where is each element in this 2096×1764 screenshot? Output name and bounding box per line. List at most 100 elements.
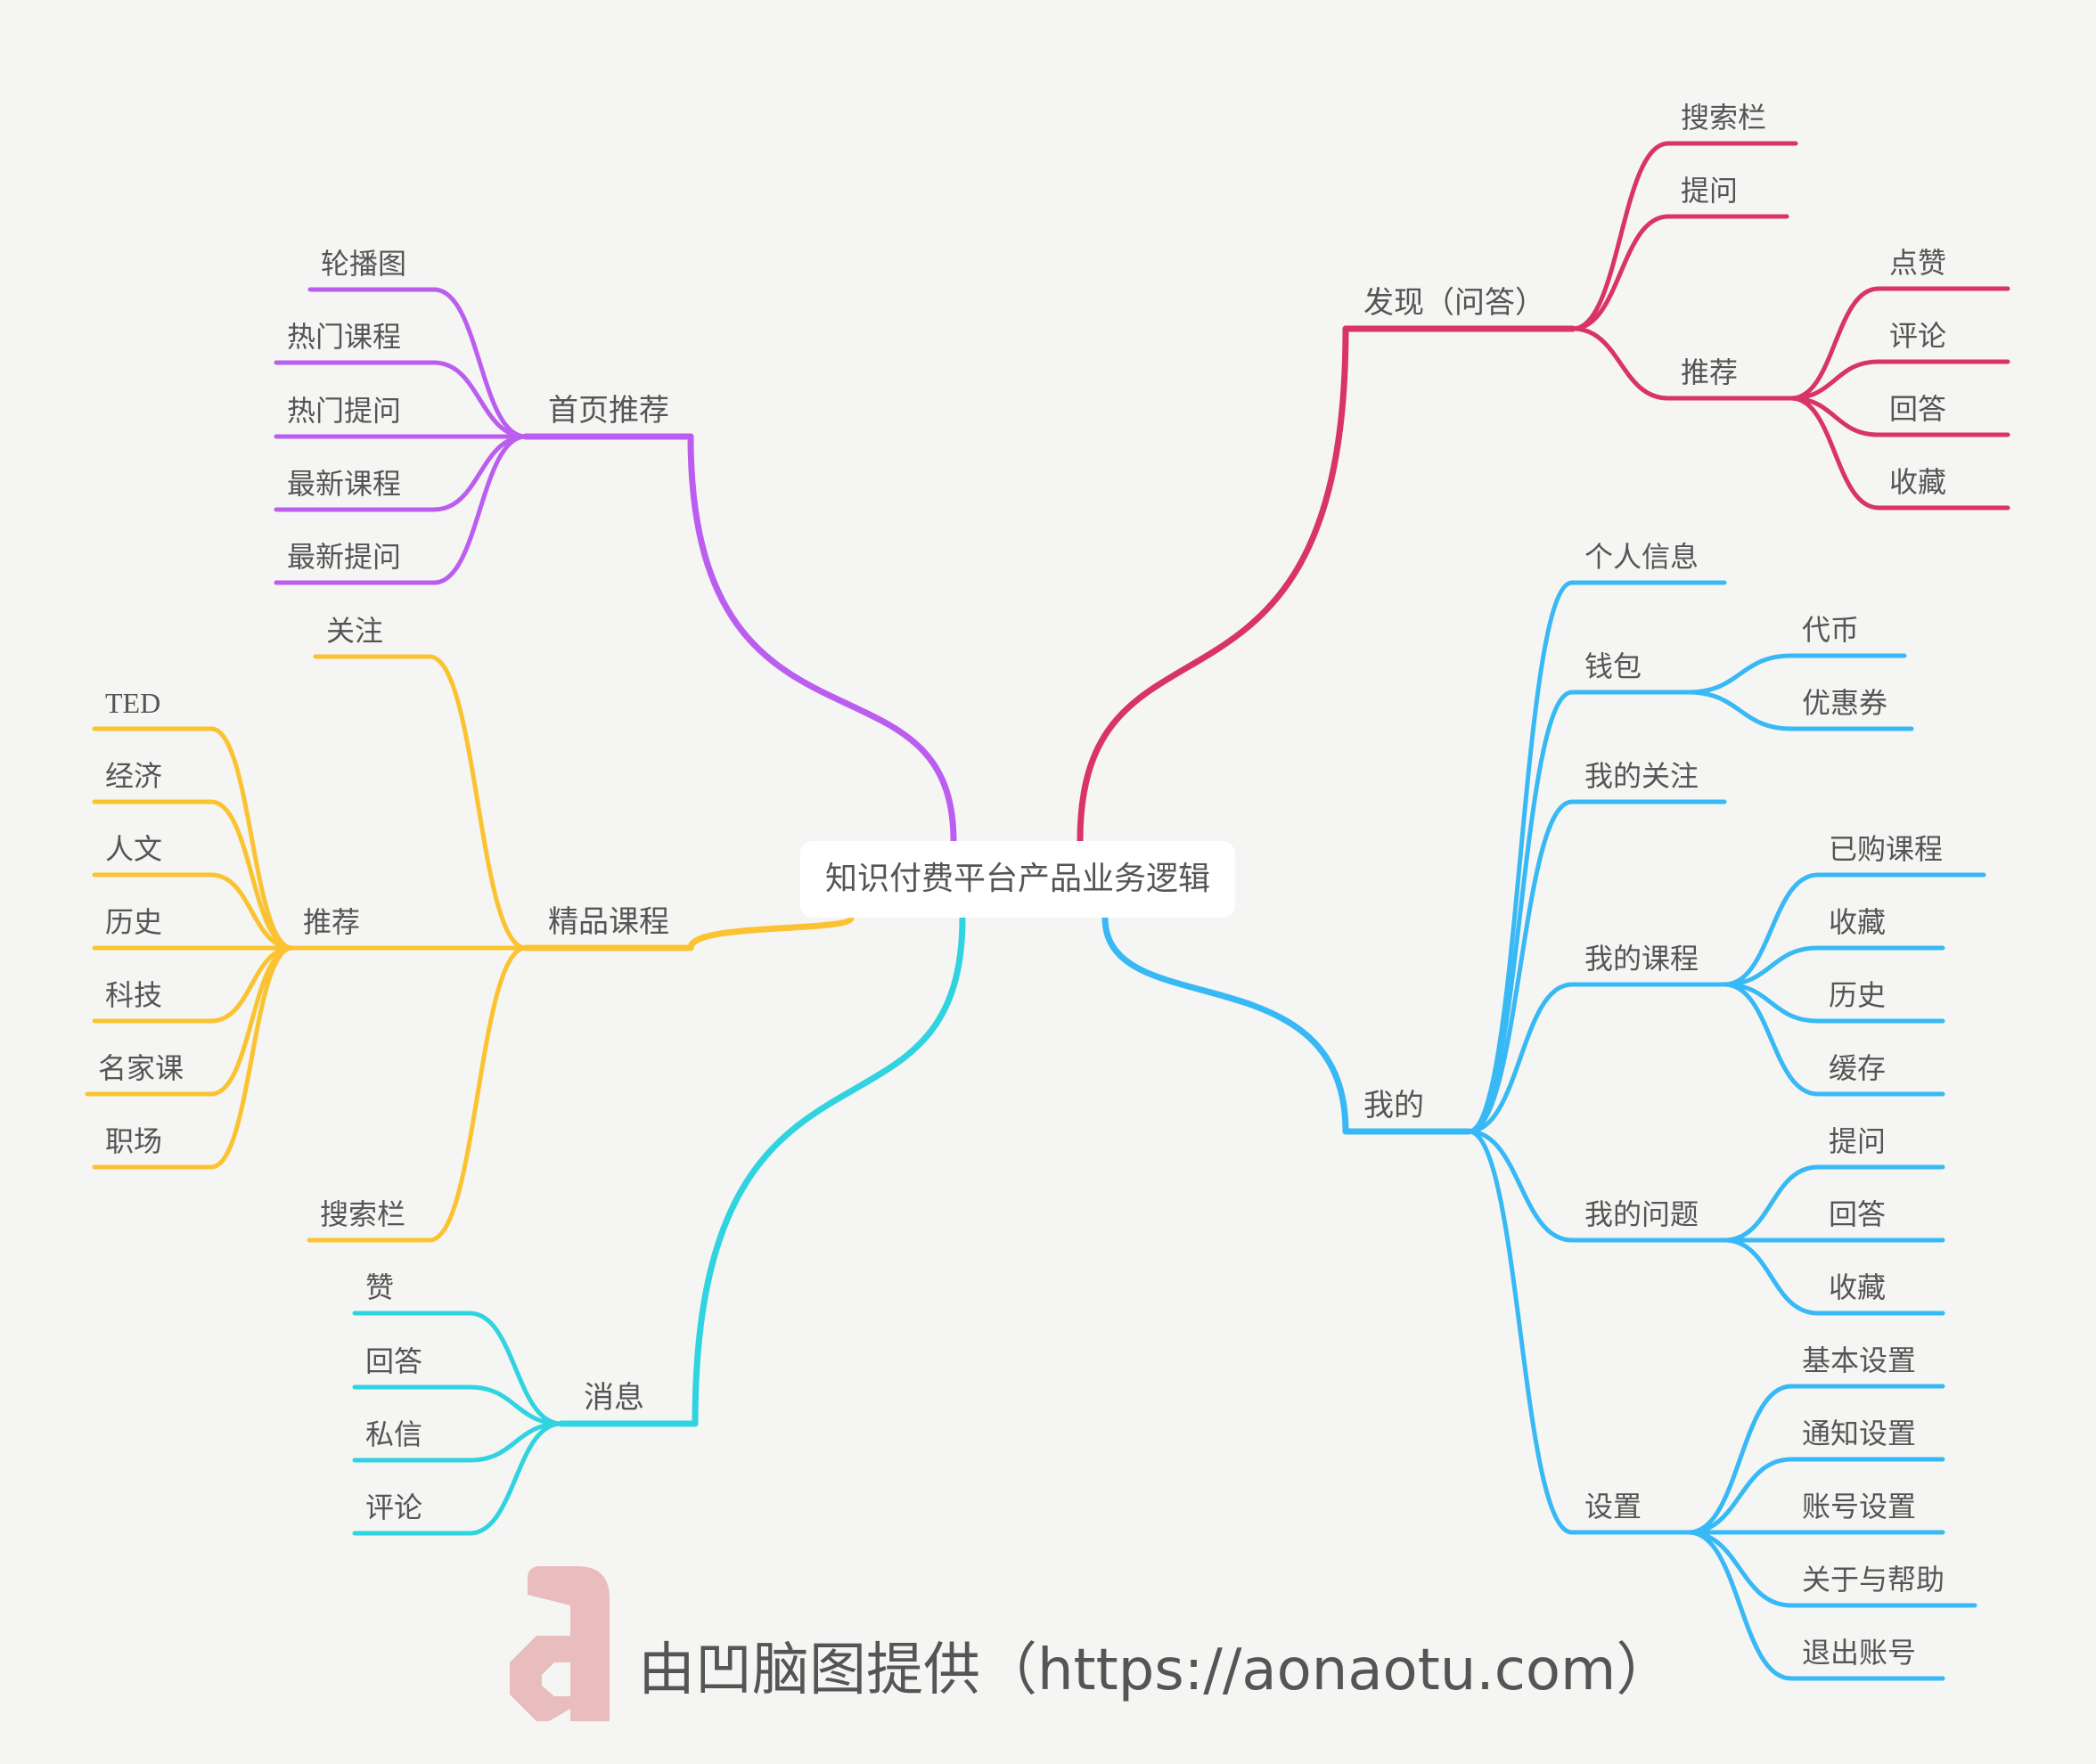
leaf-topic[interactable]: 账号设置 <box>1802 1490 1916 1523</box>
subtopic-connector <box>431 434 528 512</box>
leaf-topic[interactable]: 基本设置 <box>1802 1343 1916 1377</box>
leaf-topic[interactable]: 人文 <box>105 832 162 866</box>
branch-connector <box>687 433 957 845</box>
subtopic-connector <box>427 945 528 1243</box>
leaf-connector <box>209 726 295 951</box>
leaf-topic[interactable]: 收藏 <box>1829 905 1886 939</box>
leaf-topic[interactable]: 关于与帮助 <box>1802 1563 1945 1597</box>
leaf-connector <box>1722 982 1821 1097</box>
leaf-topic[interactable]: TED <box>105 687 160 719</box>
subtopic[interactable]: 提问 <box>1681 174 1738 208</box>
subtopic[interactable]: 我的问题 <box>1584 1197 1699 1231</box>
leaf-topic[interactable]: 职场 <box>105 1124 162 1158</box>
branch-connector <box>692 914 966 1427</box>
leaf-topic[interactable]: 评论 <box>1889 319 1946 353</box>
branch-connector <box>1077 325 1349 845</box>
branch-topic[interactable]: 首页推荐 <box>548 393 669 429</box>
subtopic[interactable]: 个人信息 <box>1584 540 1699 574</box>
connector-lines <box>85 141 2010 1681</box>
leaf-topic[interactable]: 点赞 <box>1889 246 1946 280</box>
leaf-topic[interactable]: 经济 <box>105 759 162 793</box>
leaf-topic[interactable]: 名家课 <box>98 1051 184 1085</box>
root-topic[interactable]: 知识付费平台产品业务逻辑 <box>800 841 1235 918</box>
leaf-connector <box>1686 1530 1794 1608</box>
leaf-connector <box>209 945 295 1170</box>
aonaotu-logo <box>510 1566 610 1721</box>
leaf-connector <box>1722 1164 1821 1243</box>
leaf-topic[interactable]: 回答 <box>1889 392 1946 426</box>
subtopic[interactable]: 搜索栏 <box>1681 101 1766 135</box>
subtopic-connector <box>1466 690 1575 1134</box>
leaf-topic[interactable]: 收藏 <box>1829 1270 1886 1304</box>
subtopic-connector <box>431 360 528 439</box>
subtopic[interactable]: 热门提问 <box>287 394 401 428</box>
leaf-topic[interactable]: 历史 <box>1829 978 1886 1012</box>
branch-topic[interactable]: 我的 <box>1363 1088 1424 1123</box>
leaf-connector <box>209 799 295 951</box>
subtopic[interactable]: 搜索栏 <box>320 1197 405 1231</box>
leaf-topic[interactable]: 已购课程 <box>1829 832 1943 866</box>
leaf-topic[interactable]: 优惠券 <box>1802 686 1887 720</box>
watermark-text: 由凹脑图提供（https://aonaotu.com） <box>638 1637 1673 1703</box>
branch-topic[interactable]: 消息 <box>584 1380 644 1416</box>
leaf-connector <box>1789 286 1881 401</box>
subtopic-connector <box>1570 326 1671 401</box>
subtopic-connector <box>467 1384 564 1426</box>
subtopic[interactable]: 赞 <box>365 1270 394 1304</box>
leaf-topic[interactable]: 退出账号 <box>1802 1636 1916 1670</box>
subtopic[interactable]: 我的课程 <box>1584 942 1699 976</box>
subtopic-connector <box>467 1421 564 1536</box>
subtopic[interactable]: 关注 <box>326 614 383 648</box>
subtopic-connector <box>427 654 528 951</box>
leaf-connector <box>209 945 295 1097</box>
subtopic-connector <box>1466 982 1575 1134</box>
leaf-connector <box>1686 690 1794 731</box>
leaf-topic[interactable]: 提问 <box>1829 1124 1886 1158</box>
leaf-topic[interactable]: 收藏 <box>1889 465 1946 499</box>
leaf-connector <box>1722 1237 1821 1316</box>
branch-topic[interactable]: 发现（问答） <box>1363 285 1545 321</box>
subtopic[interactable]: 最新提问 <box>287 540 401 574</box>
subtopic[interactable]: 评论 <box>365 1490 422 1524</box>
subtopic[interactable]: 私信 <box>365 1417 422 1451</box>
subtopic[interactable]: 推荐 <box>1681 355 1738 389</box>
leaf-connector <box>1686 1384 1794 1535</box>
leaf-topic[interactable]: 缓存 <box>1829 1051 1886 1085</box>
leaf-connector <box>209 872 295 951</box>
leaf-topic[interactable]: 科技 <box>105 978 162 1012</box>
leaf-connector <box>1789 359 1881 401</box>
subtopic[interactable]: 推荐 <box>303 905 360 939</box>
branch-connector <box>687 914 855 951</box>
leaf-topic[interactable]: 代币 <box>1802 613 1859 647</box>
leaf-topic[interactable]: 回答 <box>1829 1197 1886 1231</box>
watermark: 由凹脑图提供（https://aonaotu.com） <box>510 1566 1673 1721</box>
root-topic-label: 知识付费平台产品业务逻辑 <box>825 861 1210 897</box>
leaf-connector <box>1722 872 1821 987</box>
subtopic-connector <box>1466 580 1575 1134</box>
leaf-connector <box>1686 1530 1794 1681</box>
subtopic-connector <box>1466 1129 1575 1243</box>
subtopic[interactable]: 最新课程 <box>287 467 401 501</box>
leaf-connector <box>1686 653 1794 695</box>
subtopic[interactable]: 钱包 <box>1584 649 1642 683</box>
leaf-connector <box>1686 1457 1794 1535</box>
subtopic-connector <box>467 1311 564 1426</box>
leaf-connector <box>1722 945 1821 987</box>
leaf-topic[interactable]: 通知设置 <box>1802 1417 1916 1450</box>
subtopic[interactable]: 回答 <box>365 1344 422 1378</box>
subtopic-connector <box>431 287 528 439</box>
subtopic-connector <box>1570 214 1671 331</box>
subtopic-connector <box>431 434 528 585</box>
branch-connector <box>1101 914 1349 1135</box>
branch-topic[interactable]: 精品课程 <box>548 904 669 940</box>
leaf-connector <box>1789 396 1881 510</box>
subtopic[interactable]: 轮播图 <box>321 247 406 281</box>
subtopic-connector <box>1570 141 1671 331</box>
subtopic[interactable]: 我的关注 <box>1584 759 1699 793</box>
subtopic-connector <box>1466 799 1575 1134</box>
subtopic[interactable]: 设置 <box>1584 1490 1642 1523</box>
topic-nodes: 首页推荐轮播图热门课程热门提问最新课程最新提问精品课程关注推荐TED经济人文历史… <box>98 101 1946 1670</box>
leaf-topic[interactable]: 历史 <box>105 905 162 939</box>
subtopic[interactable]: 热门课程 <box>287 320 401 354</box>
